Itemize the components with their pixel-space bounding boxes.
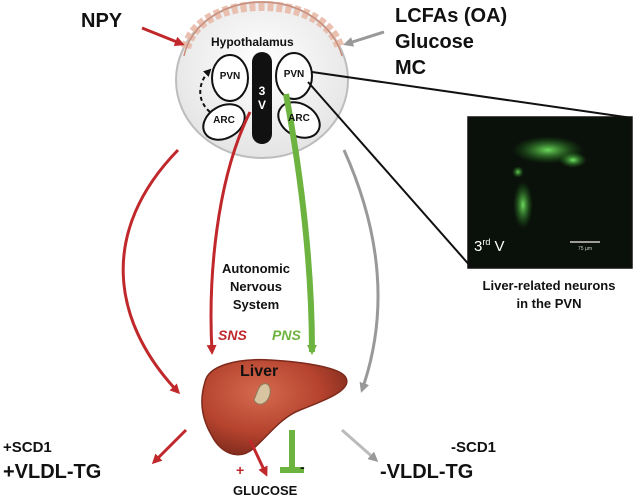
ans-line2: Nervous bbox=[229, 279, 283, 294]
cortex-edge bbox=[183, 1, 343, 57]
mc-label: MC bbox=[395, 57, 427, 79]
npy-label: NPY bbox=[81, 10, 123, 32]
minus-scd1-label: -SCD1 bbox=[451, 439, 497, 456]
liver-shape bbox=[201, 358, 348, 456]
third-ventricle bbox=[252, 52, 272, 144]
red-arrow-npy-to-liver bbox=[121, 148, 181, 395]
zoom-line-top bbox=[311, 71, 633, 119]
micrograph-caption-line1: Liver-related neurons bbox=[482, 278, 616, 293]
fluorescent-spot bbox=[512, 166, 524, 178]
glucose-output-label: GLUCOSE bbox=[233, 483, 298, 498]
cortex-folds bbox=[181, 0, 345, 50]
arc-left-nucleus bbox=[202, 103, 246, 141]
pvn-right-nucleus bbox=[275, 52, 313, 100]
hypothalamus-label: Hypothalamus bbox=[211, 35, 294, 49]
hypothalamus-brain-section bbox=[175, 0, 349, 159]
pvn-micrograph bbox=[467, 116, 633, 269]
zoom-line-bottom bbox=[307, 81, 473, 269]
glucose-input-label: Glucose bbox=[395, 31, 474, 53]
scale-bar-label: 75 µm bbox=[578, 246, 592, 252]
arc-left-label: ARC bbox=[213, 115, 235, 126]
liver-organ bbox=[201, 358, 348, 456]
micrograph-caption-line2: in the PVN bbox=[516, 296, 582, 311]
lcfas-label: LCFAs (OA) bbox=[395, 5, 508, 27]
pvn-right-label: PVN bbox=[283, 69, 305, 80]
npy-arrow bbox=[141, 26, 185, 47]
plus-vldl-tg-label: +VLDL-TG bbox=[3, 461, 102, 483]
ans-line1: Autonomic bbox=[222, 261, 290, 276]
ventricle-number: 3 bbox=[474, 238, 483, 255]
arc-to-pvn-dashed-arrow bbox=[199, 68, 212, 113]
gallbladder bbox=[253, 383, 271, 405]
gray-arrow-to-liver bbox=[342, 149, 380, 393]
pvn-left-nucleus bbox=[211, 54, 249, 102]
arrow-glucose-red bbox=[248, 439, 268, 477]
liver-label: Liver bbox=[240, 363, 279, 380]
pvn-left-label: PVN bbox=[219, 71, 241, 82]
green-arrow-pns bbox=[283, 93, 317, 355]
red-arrow-sns bbox=[206, 111, 252, 355]
sns-label: SNS bbox=[218, 327, 247, 343]
glucose-minus-sign: - bbox=[300, 459, 305, 475]
ventricle-suffix: rd bbox=[482, 237, 491, 247]
plus-scd1-label: +SCD1 bbox=[3, 439, 52, 456]
fluorescent-streak bbox=[513, 181, 533, 229]
arc-right-label: ARC bbox=[288, 113, 310, 124]
third-ventricle-label: 3 V bbox=[257, 84, 266, 112]
pns-label: PNS bbox=[272, 327, 301, 343]
arrow-plus-vldl bbox=[151, 428, 188, 465]
nutrients-arrow bbox=[343, 30, 385, 47]
ventricle-letter: V bbox=[494, 238, 505, 255]
minus-vldl-tg-label: -VLDL-TG bbox=[380, 461, 474, 483]
glucose-plus-sign: + bbox=[236, 462, 245, 478]
ans-line3: System bbox=[232, 297, 280, 312]
fluorescent-cluster bbox=[559, 152, 587, 168]
arrow-minus-vldl bbox=[341, 428, 379, 462]
micrograph-ventricle-label: 3rd V bbox=[474, 237, 505, 255]
